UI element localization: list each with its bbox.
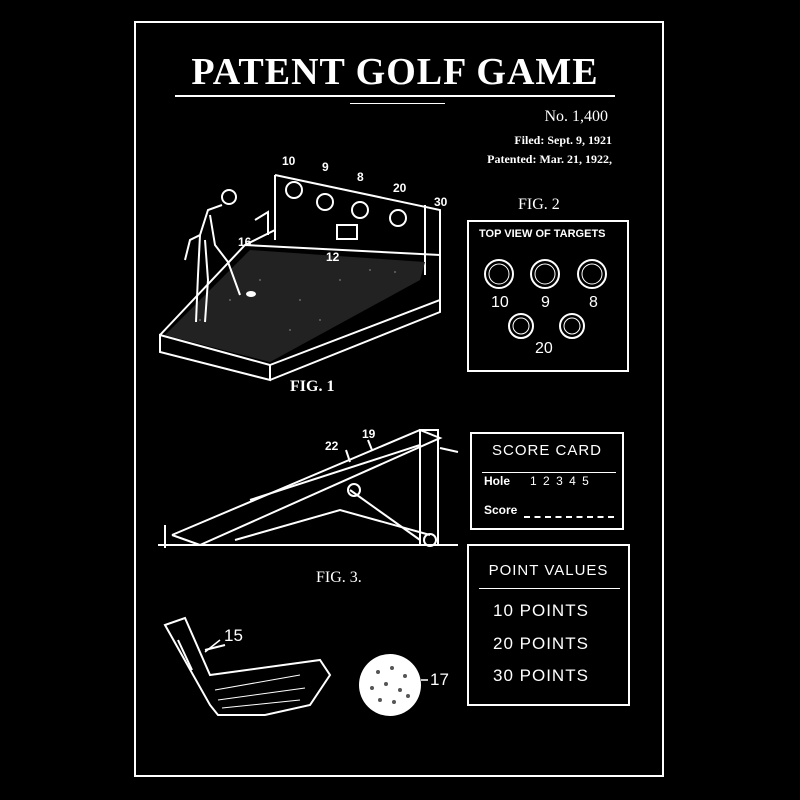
score-card-holes: 1 2 3 4 5 [530,474,589,488]
fig3-callout-22: 22 [325,439,338,453]
fig1-callout-8: 8 [357,170,364,184]
club-callout-15: 15 [224,626,243,646]
score-card-blank [524,516,614,518]
point-value-20: 20 POINTS [493,634,589,654]
target-10-label: 10 [491,294,509,312]
score-card-box: SCORE CARD Hole 1 2 3 4 5 Score [470,432,624,530]
point-values-box: POINT VALUES 10 POINTS 20 POINTS 30 POIN… [467,544,630,706]
fig3-label: FIG. 3. [316,569,362,587]
fig1-callout-10: 10 [282,154,295,168]
hole-2: 2 [543,474,550,488]
hole-1: 1 [530,474,537,488]
fig1-label: FIG. 1 [290,378,334,396]
fig1-callout-16: 16 [238,235,251,249]
fig2-top-view-box: TOP VIEW OF TARGETS 10 9 8 20 [467,220,629,372]
point-value-30: 30 POINTS [493,666,589,686]
point-values-title: POINT VALUES [469,562,628,579]
target-20-label: 20 [535,340,553,358]
fig2-label: FIG. 2 [518,196,560,214]
score-card-hole-label: Hole [484,474,510,488]
hole-4: 4 [569,474,576,488]
fig1-callout-12: 12 [326,250,339,264]
ball-callout-17: 17 [430,670,449,690]
hole-5: 5 [582,474,589,488]
target-8-label: 8 [589,294,598,312]
fig3-callout-19: 19 [362,427,375,441]
score-card-divider [482,472,616,473]
fig1-callout-20: 20 [393,181,406,195]
fig1-callout-9: 9 [322,160,329,174]
fig1-callout-30: 30 [434,195,447,209]
score-card-title: SCORE CARD [472,442,622,459]
score-card-score-label: Score [484,503,517,517]
point-values-divider [479,588,620,589]
hole-3: 3 [556,474,563,488]
target-9-label: 9 [541,294,550,312]
point-value-10: 10 POINTS [493,601,589,621]
